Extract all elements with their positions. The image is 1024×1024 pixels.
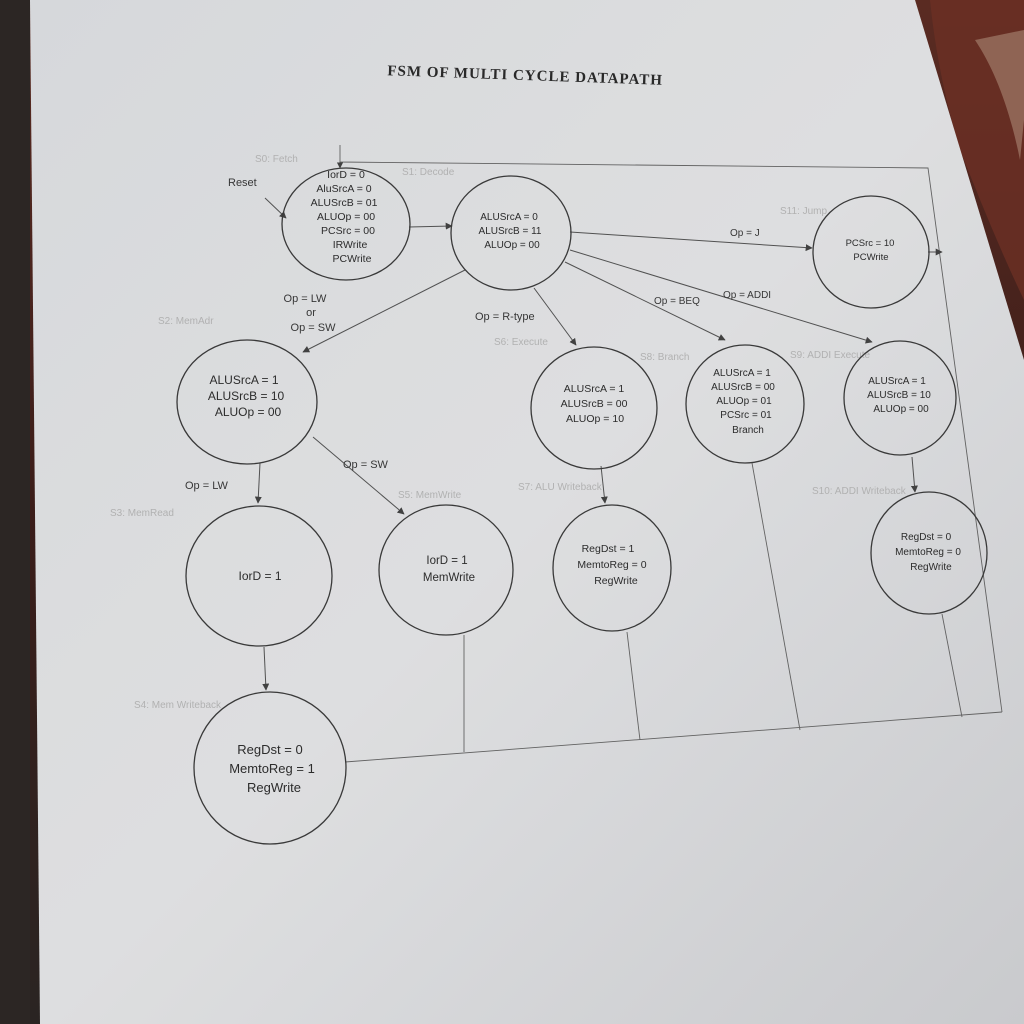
- transition-label-lw-sw: Op = LW or Op = SW: [284, 293, 337, 334]
- paper-sheet: [30, 0, 1024, 1024]
- state-line: ALUSrcB = 01: [311, 197, 378, 209]
- state-line: ALUOp = 00: [484, 240, 540, 251]
- state-line: ALUSrcA = 1: [713, 368, 771, 379]
- state-line: PCSrc = 10: [846, 238, 895, 249]
- state-line: PCWrite: [333, 253, 372, 265]
- state-line: ALUSrcA = 1: [564, 383, 625, 395]
- state-line: ALUSrcB = 00: [561, 398, 628, 410]
- state-line: RegWrite: [910, 562, 952, 573]
- svg-text:S10: ADDI Writeback: S10: ADDI Writeback: [812, 486, 907, 497]
- state-line: PCSrc = 00: [321, 225, 375, 237]
- state-s10: RegDst = 0 MemtoReg = 0 RegWrite: [870, 491, 988, 615]
- state-line: ALUOp = 01: [716, 396, 772, 407]
- state-line: RegDst = 0: [901, 532, 952, 543]
- state-names: S0: Fetch S1: Decode S2: MemAdr S3: MemR…: [110, 154, 907, 711]
- transition-label-rtype: Op = R-type: [475, 311, 535, 323]
- state-line: ALUSrcB = 11: [479, 226, 542, 237]
- state-line: ALUOp = 10: [566, 413, 624, 425]
- state-line: MemWrite: [423, 572, 475, 584]
- state-line: IorD = 1: [426, 555, 467, 567]
- svg-text:S3: MemRead: S3: MemRead: [110, 508, 174, 519]
- state-line: RegWrite: [594, 575, 638, 587]
- transition-edges: [254, 222, 943, 691]
- svg-text:S7: ALU Writeback: S7: ALU Writeback: [518, 482, 603, 493]
- state-line: IorD = 0: [327, 169, 365, 181]
- transition-label-j: Op = J: [730, 228, 760, 239]
- state-line: Branch: [732, 425, 764, 436]
- svg-text:S9: ADDI Execute: S9: ADDI Execute: [790, 350, 870, 361]
- state-s9: ALUSrcA = 1 ALUSrcB = 10 ALUOp = 00: [843, 340, 957, 456]
- svg-text:S6: Execute: S6: Execute: [494, 337, 548, 348]
- svg-text:S0: Fetch: S0: Fetch: [255, 154, 298, 165]
- state-line: ALUSrcA = 0: [480, 212, 538, 223]
- svg-text:S8: Branch: S8: Branch: [640, 352, 689, 363]
- state-line: IRWrite: [333, 239, 368, 251]
- state-line: IorD = 1: [238, 569, 281, 583]
- cloth-pattern-light: [975, 30, 1024, 160]
- state-line: PCSrc = 01: [720, 410, 772, 421]
- photo-shadow: [30, 0, 1024, 1024]
- state-line: MemtoReg = 1: [229, 761, 315, 776]
- state-line: ALUSrcB = 10: [867, 390, 931, 401]
- state-line: ALUSrcB = 10: [208, 389, 285, 403]
- state-line: RegDst = 0: [237, 742, 302, 757]
- svg-text:S2: MemAdr: S2: MemAdr: [158, 316, 214, 327]
- transition-label-addi: Op = ADDI: [723, 290, 771, 301]
- state-s8: ALUSrcA = 1 ALUSrcB = 00 ALUOp = 01 PCSr…: [685, 344, 805, 464]
- svg-text:S1: Decode: S1: Decode: [402, 167, 455, 178]
- state-s1: ALUSrcA = 0 ALUSrcB = 11 ALUOp = 00: [450, 175, 572, 291]
- state-line: RegWrite: [247, 780, 301, 795]
- svg-text:or: or: [306, 307, 316, 319]
- state-s4: RegDst = 0 MemtoReg = 1 RegWrite: [193, 691, 347, 845]
- state-line: ALUSrcA = 1: [868, 376, 926, 387]
- state-line: ALUSrcA = 1: [209, 373, 278, 387]
- state-s5: IorD = 1 MemWrite: [378, 504, 514, 636]
- state-s7: RegDst = 1 MemtoReg = 0 RegWrite: [552, 504, 672, 632]
- svg-text:S5: MemWrite: S5: MemWrite: [398, 490, 462, 501]
- left-edge-dark: [0, 0, 30, 1024]
- state-line: ALUOp = 00: [873, 404, 929, 415]
- state-line: AluSrcA = 0: [316, 183, 371, 195]
- state-s0: IorD = 0 AluSrcA = 0 ALUSrcB = 01 ALUOp …: [281, 167, 411, 281]
- state-line: MemtoReg = 0: [577, 559, 646, 571]
- svg-text:S11: Jump: S11: Jump: [780, 206, 827, 217]
- state-line: ALUSrcB = 00: [711, 382, 775, 393]
- state-s3: IorD = 1: [185, 505, 333, 647]
- state-s11: PCSrc = 10 PCWrite: [812, 195, 930, 309]
- state-s2: ALUSrcA = 1 ALUSrcB = 10 ALUOp = 00: [176, 339, 318, 465]
- state-line: ALUOp = 00: [215, 405, 282, 419]
- return-wires: [336, 145, 1003, 763]
- state-line: ALUOp = 00: [317, 211, 375, 223]
- state-line: RegDst = 1: [582, 543, 635, 555]
- state-s6: ALUSrcA = 1 ALUSrcB = 00 ALUOp = 10: [530, 346, 658, 470]
- transition-label-beq: Op = BEQ: [654, 296, 700, 307]
- reset-label: Reset: [228, 177, 257, 189]
- svg-text:Op = LW: Op = LW: [284, 293, 328, 305]
- svg-text:S4: Mem Writeback: S4: Mem Writeback: [134, 700, 222, 711]
- svg-text:Op = SW: Op = SW: [291, 322, 337, 334]
- transition-label-lw: Op = LW: [185, 480, 229, 492]
- state-line: MemtoReg = 0: [895, 547, 961, 558]
- state-line: PCWrite: [853, 252, 888, 263]
- transition-label-sw: Op = SW: [343, 459, 389, 471]
